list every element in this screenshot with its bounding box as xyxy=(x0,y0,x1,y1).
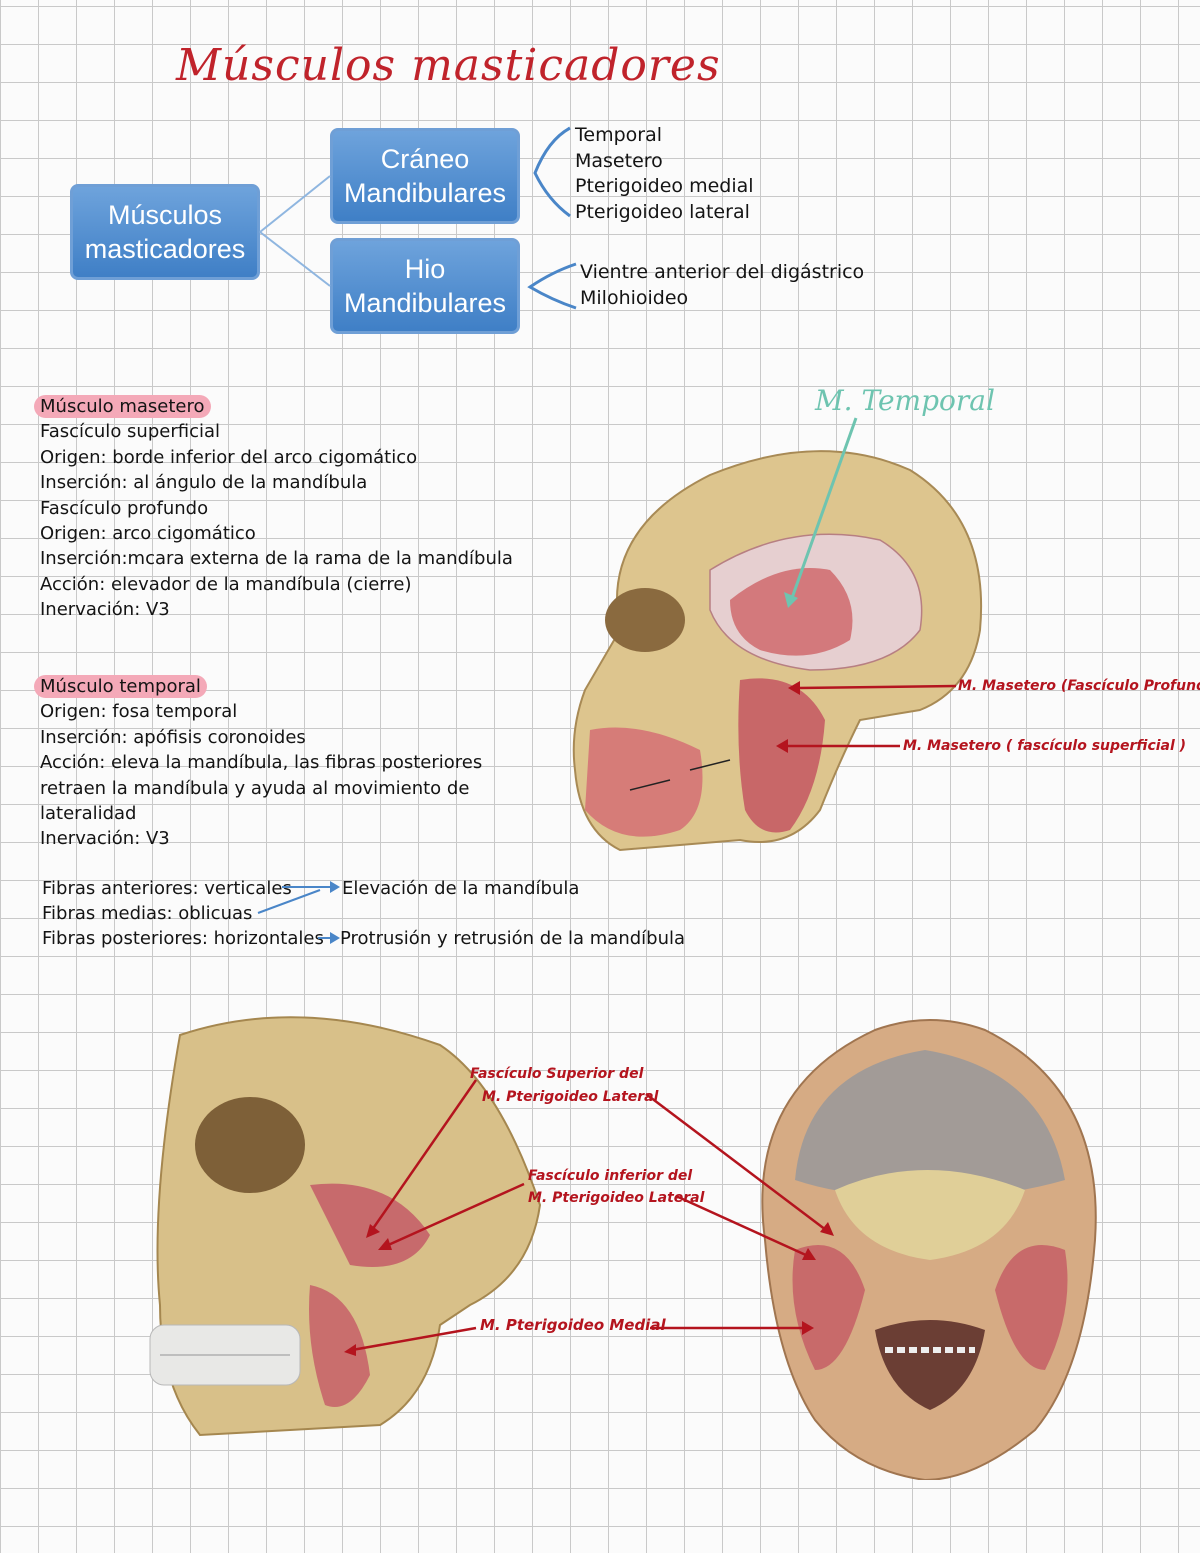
masetero-heading: Músculo masetero xyxy=(34,395,211,418)
diagram-branch-craneo-label: Cráneo Mandibulares xyxy=(343,144,507,208)
annotation-pterigoideo-lateral-superior-2: M. Pterigoideo Lateral xyxy=(482,1089,659,1105)
note-line: Fascículo profundo xyxy=(40,497,209,519)
masetero-notes: Músculo masetero Fascículo superficial O… xyxy=(34,394,513,623)
note-line: Acción: eleva la mandíbula, las fibras p… xyxy=(40,752,483,774)
fibras-posteriores: Fibras posteriores: horizontales xyxy=(42,928,324,949)
note-line: Inserción:mcara externa de la rama de la… xyxy=(40,548,513,570)
hio-muscle-list: Vientre anterior del digástrico Milohioi… xyxy=(580,260,864,311)
diagram-branch-hio-label: Hio Mandibulares xyxy=(343,254,507,318)
connector-root-hio xyxy=(259,231,331,287)
page-title: Músculos masticadores xyxy=(176,40,721,91)
annotation-pterigoideo-lateral-superior-1: Fascículo Superior del xyxy=(470,1066,644,1082)
note-line: retraen la mandíbula y ayuda al movimien… xyxy=(40,777,470,799)
skull-lateral-illustration xyxy=(572,450,983,852)
temporal-heading: Músculo temporal xyxy=(34,675,207,698)
fibras-result-elevacion: Elevación de la mandíbula xyxy=(342,878,580,899)
list-item: Masetero xyxy=(575,149,663,172)
annotation-masetero-superficial: M. Masetero ( fascículo superficial ) xyxy=(903,738,1187,754)
note-line: Origen: borde inferior del arco cigomáti… xyxy=(40,446,418,468)
diagram-connectors xyxy=(259,126,577,310)
diagram-root-label: Músculos masticadores xyxy=(84,200,246,264)
annotation-pterigoideo-lateral-inferior-2: M. Pterigoideo Lateral xyxy=(528,1190,705,1206)
note-line: Inervación: V3 xyxy=(40,599,170,621)
craneo-muscle-list: Temporal Masetero Pterigoideo medial Pte… xyxy=(575,123,754,225)
note-line: Origen: fosa temporal xyxy=(40,701,238,723)
note-line: Fascículo superficial xyxy=(40,421,220,443)
annotation-pterigoideo-medial: M. Pterigoideo Medial xyxy=(480,1316,666,1334)
skull-pterygoid-lateral-illustration xyxy=(149,1016,542,1437)
list-item: Milohioideo xyxy=(580,286,689,309)
note-line: lateralidad xyxy=(40,803,137,825)
list-item: Vientre anterior del digástrico xyxy=(580,261,865,283)
annotation-arrows-bottom xyxy=(344,1079,834,1356)
fibras-medias: Fibras medias: oblicuas xyxy=(42,903,253,924)
fibras-result-protrusion: Protrusión y retrusión de la mandíbula xyxy=(340,928,686,949)
list-item: Temporal xyxy=(575,124,662,146)
diagram-branch-craneo-box: Cráneo Mandibulares xyxy=(330,128,520,224)
fibras-arrows xyxy=(257,881,340,944)
note-line: Inserción: al ángulo de la mandíbula xyxy=(40,472,368,494)
fibras-anteriores: Fibras anteriores: verticales xyxy=(42,878,292,899)
skull-pterygoid-posterior-illustration xyxy=(761,1019,1097,1480)
diagram-branch-hio-box: Hio Mandibulares xyxy=(330,238,520,334)
annotation-arrows-top xyxy=(776,417,957,753)
note-line: Inervación: V3 xyxy=(40,828,170,850)
annotation-temporal: M. Temporal xyxy=(815,384,995,417)
note-line: Acción: elevador de la mandíbula (cierre… xyxy=(40,573,412,595)
note-line: Origen: arco cigomático xyxy=(40,523,256,545)
diagram-root-box: Músculos masticadores xyxy=(70,184,260,280)
list-item: Pterigoideo medial xyxy=(575,175,754,197)
annotation-pterigoideo-lateral-inferior-1: Fascículo inferior del xyxy=(528,1168,693,1184)
brace-hio xyxy=(527,262,577,310)
list-item: Pterigoideo lateral xyxy=(575,200,750,223)
temporal-notes: Músculo temporal Origen: fosa temporal I… xyxy=(34,674,483,852)
brace-craneo xyxy=(533,126,571,218)
note-line: Inserción: apófisis coronoides xyxy=(40,726,306,748)
connector-root-craneo xyxy=(259,175,331,233)
annotation-masetero-profundo: M. Masetero (Fascículo Profundo) xyxy=(958,678,1200,694)
